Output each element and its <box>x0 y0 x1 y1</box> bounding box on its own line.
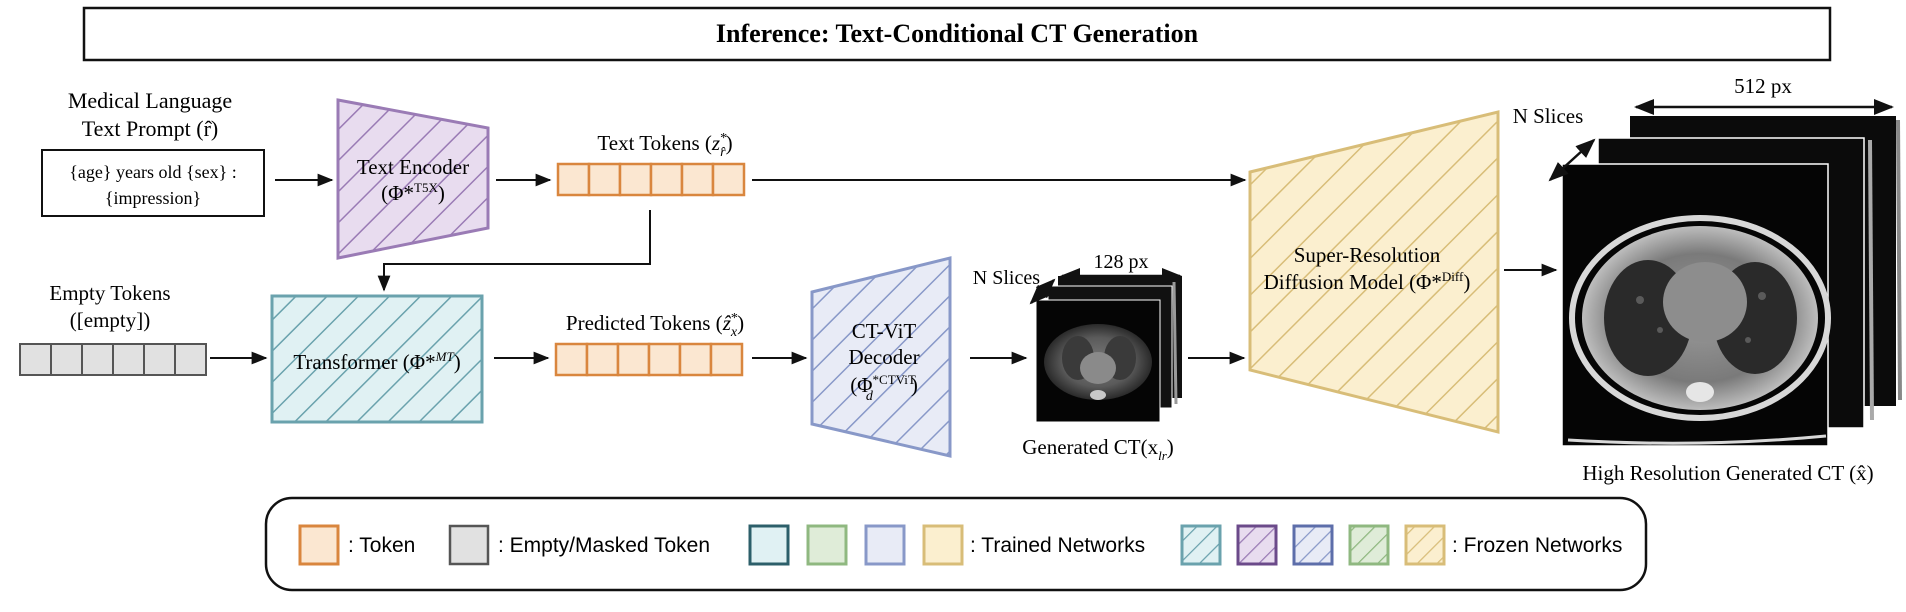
empty-tokens-label-line2: ([empty]) <box>70 308 150 332</box>
text-tokens: Text Tokens (z*r̂) <box>556 131 746 197</box>
low-res-slices-arrow <box>1029 278 1056 305</box>
legend-swatch-trained-yellow <box>922 524 964 566</box>
high-res-ct-stack: N Slices 512 px High Resolution Generate… <box>1513 74 1902 485</box>
legend-swatch-trained-green <box>806 524 848 566</box>
legend-trained-label: : Trained Networks <box>970 534 1145 557</box>
legend-swatch-frozen-yellow <box>1404 524 1446 566</box>
low-res-slices-label: N Slices <box>973 267 1040 289</box>
predicted-tokens-label: Predicted Tokens (ẑ*x) <box>566 311 744 340</box>
empty-token <box>50 343 83 376</box>
predicted-token <box>585 342 620 377</box>
text-token <box>587 162 622 197</box>
low-res-ct-stack: N Slices 128 px Generated CT(xlr) <box>973 251 1182 463</box>
low-res-caption: Generated CT(xlr) <box>1022 435 1174 463</box>
empty-token <box>112 343 145 376</box>
legend-swatch-frozen-green <box>1348 524 1390 566</box>
flow-arrows <box>210 173 1558 365</box>
prompt-box <box>41 149 265 217</box>
text-token <box>680 162 715 197</box>
text-encoder-symbol: (Φ*T5X) <box>381 180 445 205</box>
legend-swatch-empty <box>448 524 490 566</box>
legend-swatch-frozen-purple <box>1236 524 1278 566</box>
text-encoder-block: Text Encoder (Φ*T5X) <box>336 98 490 260</box>
high-res-caption: High Resolution Generated CT (x̂) <box>1582 461 1873 485</box>
legend-empty-label: : Empty/Masked Token <box>498 534 710 557</box>
decoder-label-line2: Decoder <box>848 345 919 369</box>
empty-token <box>81 343 114 376</box>
super-resolution-block: Super-Resolution Diffusion Model (Φ*Diff… <box>1248 110 1500 434</box>
predicted-token <box>616 342 651 377</box>
text-tokens-label: Text Tokens (z*r̂) <box>597 131 732 160</box>
text-encoder-label: Text Encoder <box>357 155 469 179</box>
predicted-token <box>554 342 589 377</box>
legend: : Token : Empty/Masked Token : Trained N… <box>264 496 1648 592</box>
prompt-box-line1: {age} years old {sex} : <box>69 162 237 182</box>
high-res-slices-label: N Slices <box>1513 104 1584 128</box>
high-res-slices-arrow <box>1548 138 1596 182</box>
transformer-label: Transformer (Φ*MT) <box>293 349 460 374</box>
high-res-px-label: 512 px <box>1734 74 1792 98</box>
legend-swatch-trained-blue <box>864 524 906 566</box>
empty-token <box>19 343 52 376</box>
prompt-label-line1: Medical Language <box>68 88 232 113</box>
predicted-token <box>678 342 713 377</box>
legend-token-label: : Token <box>348 534 415 557</box>
super-res-label-line1: Super-Resolution <box>1294 243 1441 267</box>
predicted-token <box>709 342 744 377</box>
arrow-tokens-to-transformer <box>377 210 651 292</box>
prompt-box-line2: {impression} <box>105 188 201 208</box>
transformer-block: Transformer (Φ*MT) <box>270 294 484 424</box>
empty-tokens: Empty Tokens ([empty]) <box>19 281 207 376</box>
empty-token <box>143 343 176 376</box>
legend-frozen-label: : Frozen Networks <box>1452 534 1622 557</box>
prompt-label-line2: Text Prompt (r̂) <box>82 116 219 141</box>
text-token-row <box>556 162 746 197</box>
predicted-token-row <box>554 342 744 377</box>
predicted-token <box>647 342 682 377</box>
super-res-label-line2: Diffusion Model (Φ*Diff) <box>1264 269 1471 294</box>
empty-token-row <box>19 343 207 376</box>
legend-swatch-trained-teal <box>748 524 790 566</box>
legend-swatch-frozen-teal <box>1180 524 1222 566</box>
decoder-label-line1: CT-ViT <box>852 319 917 343</box>
text-token <box>649 162 684 197</box>
text-token <box>618 162 653 197</box>
text-token <box>556 162 591 197</box>
text-token <box>711 162 746 197</box>
text-prompt: Medical Language Text Prompt (r̂) {age} … <box>41 88 265 217</box>
empty-tokens-label-line1: Empty Tokens <box>49 281 170 305</box>
legend-swatch-token <box>298 524 340 566</box>
legend-swatch-frozen-blue <box>1292 524 1334 566</box>
low-res-px-label: 128 px <box>1094 251 1149 273</box>
predicted-tokens: Predicted Tokens (ẑ*x) <box>554 311 744 377</box>
title-banner: Inference: Text-Conditional CT Generatio… <box>82 6 1832 62</box>
diagram-title: Inference: Text-Conditional CT Generatio… <box>716 19 1199 48</box>
empty-token <box>174 343 207 376</box>
